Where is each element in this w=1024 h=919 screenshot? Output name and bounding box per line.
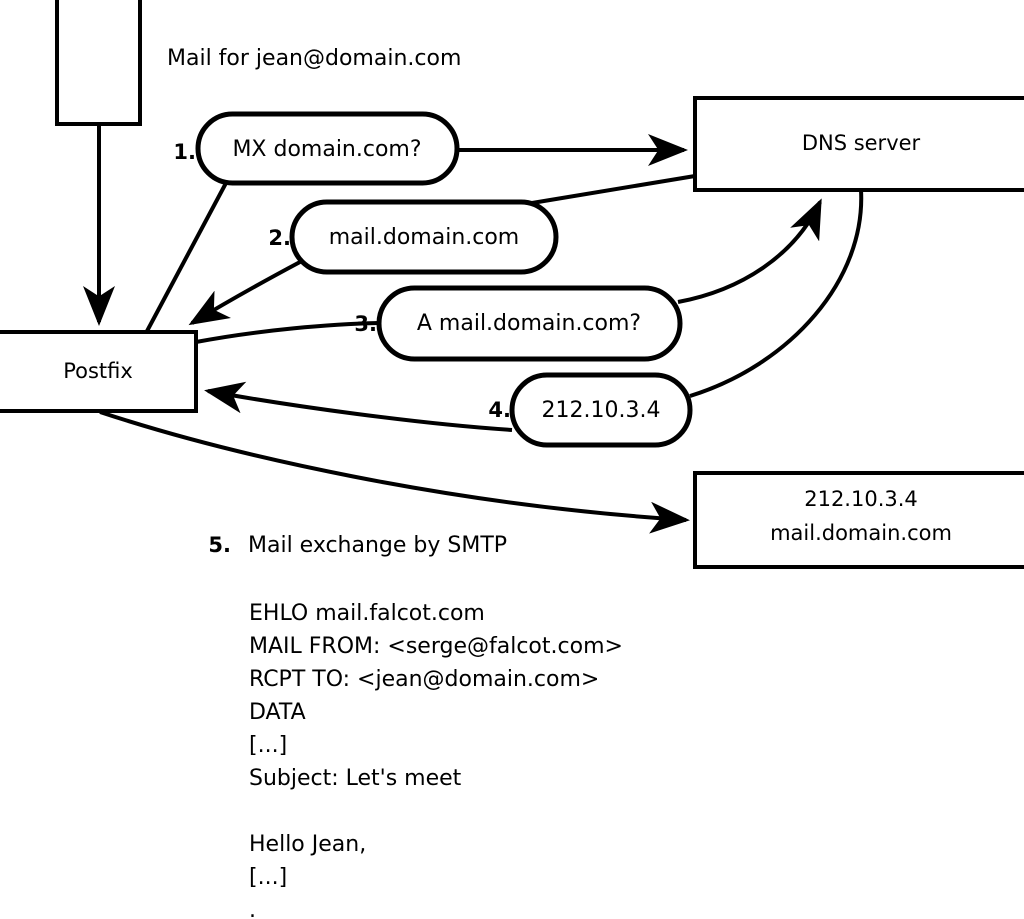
edge-step3-tail <box>195 321 380 344</box>
dns-server-box <box>693 96 1024 192</box>
source-box <box>55 0 142 126</box>
smtp-transcript: EHLO mail.falcot.com MAIL FROM: <serge@f… <box>249 601 623 919</box>
mail-server-ip: 212.10.3.4 <box>804 487 918 511</box>
edge-step4-to-postfix <box>204 381 513 432</box>
edge-step1-tail <box>144 182 228 334</box>
dns-server-label: DNS server <box>802 131 921 155</box>
transcript-line: DATA <box>249 700 306 725</box>
step-4-label: 212.10.3.4 <box>542 398 661 423</box>
transcript-line: [...] <box>249 733 287 758</box>
transcript-line: . <box>249 898 256 919</box>
step-4-number: 4. <box>488 398 511 422</box>
edge-step3-to-dns <box>677 198 822 304</box>
step-1-label: MX domain.com? <box>232 137 421 162</box>
transcript-line: Subject: Let's meet <box>249 766 462 791</box>
transcript-line: Hello Jean, <box>249 832 366 857</box>
edge-step2-to-postfix <box>188 260 301 326</box>
step-4-bubble <box>509 372 693 448</box>
step-3-label: A mail.domain.com? <box>417 311 641 336</box>
step-1-number: 1. <box>173 140 196 164</box>
step-1-bubble <box>195 111 460 186</box>
mail-server-host: mail.domain.com <box>770 521 952 545</box>
edge-step2-tail <box>531 174 696 205</box>
edge-step4-tail <box>689 189 864 398</box>
step-2-number: 2. <box>268 226 291 250</box>
step-5-number: 5. <box>208 533 231 557</box>
step-2-label: mail.domain.com <box>329 225 520 250</box>
mail-server-box <box>693 471 1024 569</box>
step-5-label: Mail exchange by SMTP <box>248 533 507 558</box>
step-2-bubble <box>289 199 559 275</box>
transcript-line: RCPT TO: <jean@domain.com> <box>249 667 599 692</box>
incoming-mail-caption: Mail for jean@domain.com <box>167 46 461 71</box>
transcript-line: [...] <box>249 865 287 890</box>
transcript-line: EHLO mail.falcot.com <box>249 601 485 626</box>
edge-step5-to-mailserver <box>99 410 690 534</box>
transcript-line: MAIL FROM: <serge@falcot.com> <box>249 634 623 659</box>
step-3-number: 3. <box>354 312 377 336</box>
postfix-label: Postfix <box>63 359 133 383</box>
postfix-box <box>0 330 198 413</box>
step-3-bubble <box>376 285 683 362</box>
